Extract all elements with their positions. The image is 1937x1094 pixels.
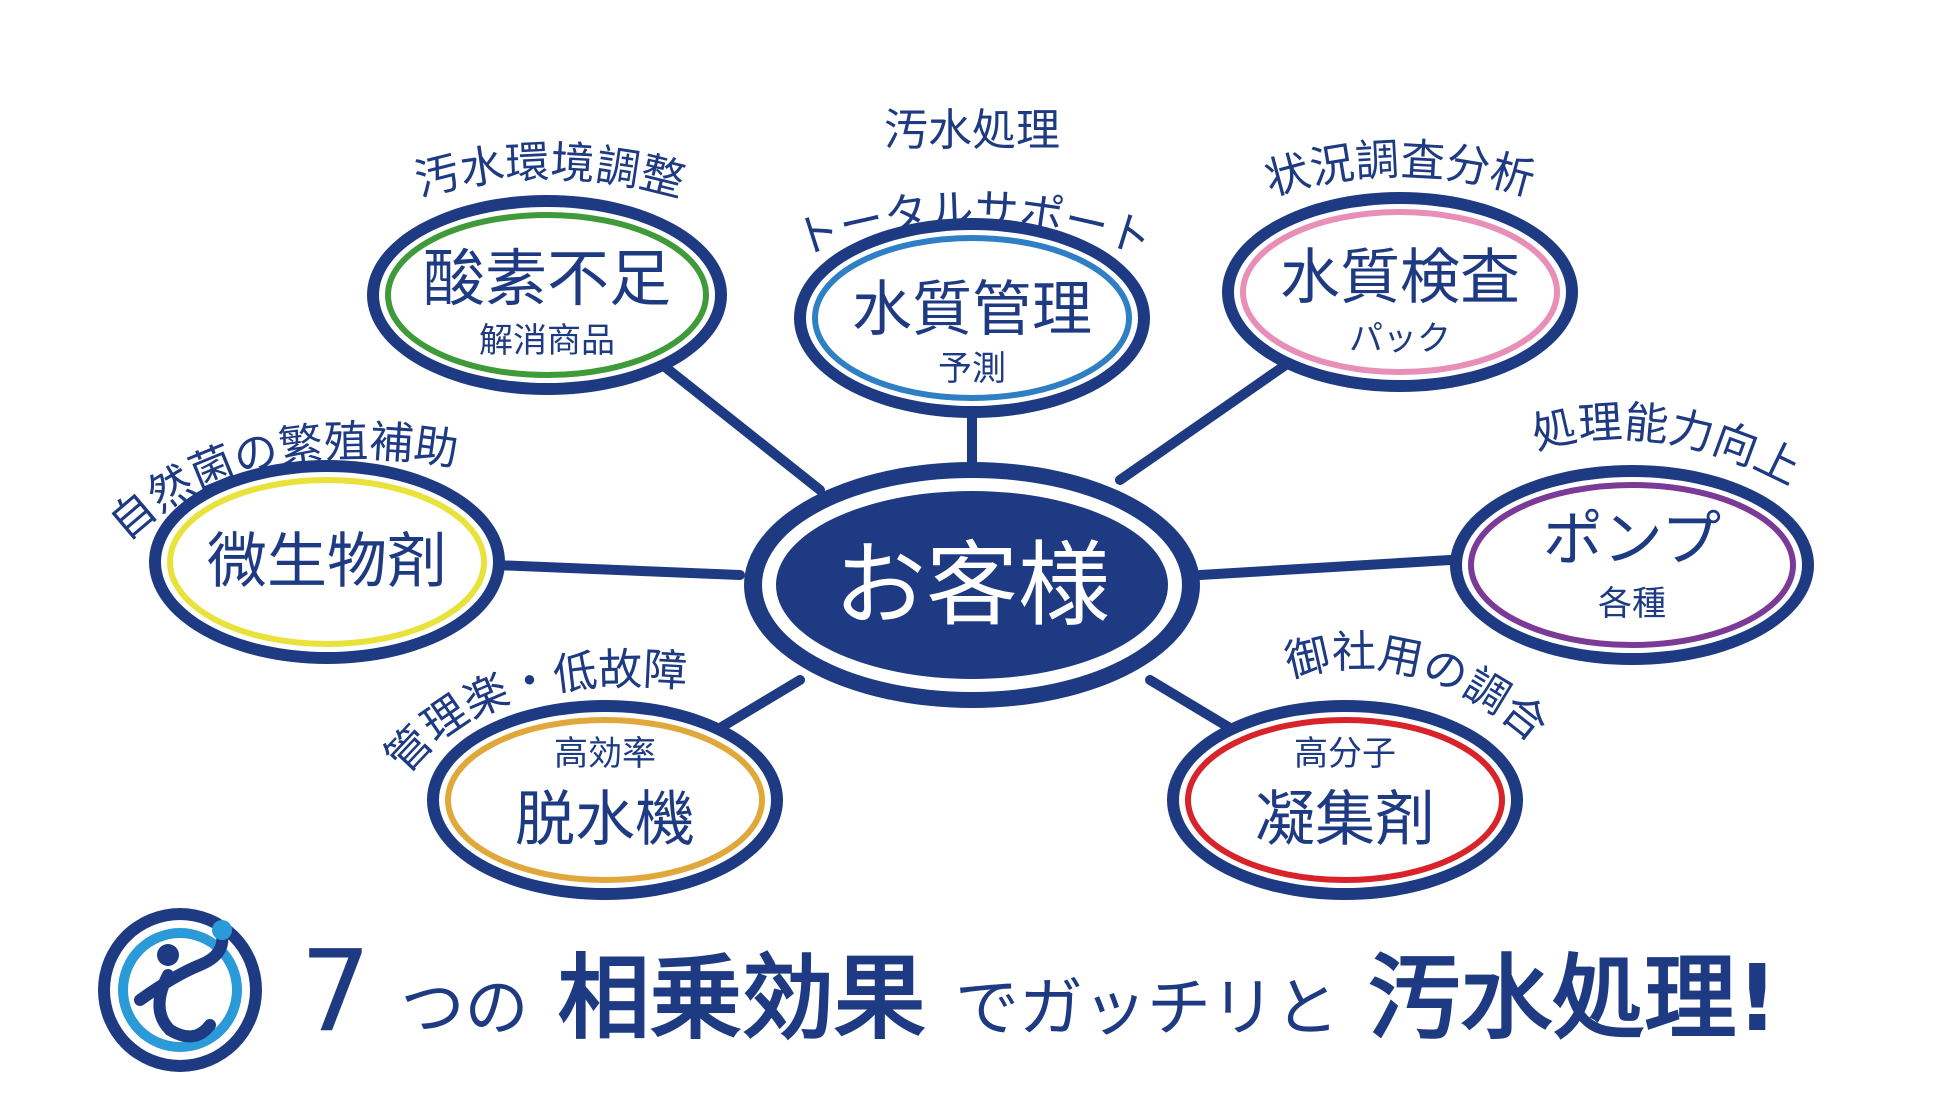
node-dehydrator-pretitle: 高効率 bbox=[554, 734, 656, 774]
tagline: 7 つの 相乗効果 でガッチリと 汚水処理! bbox=[300, 927, 1778, 1057]
node-water-test-subtitle: パック bbox=[1349, 319, 1451, 359]
node-microbe-title: 微生物剤 bbox=[207, 527, 447, 597]
tagline-part3: 相乗効果 bbox=[558, 945, 926, 1052]
logo-icon bbox=[98, 908, 262, 1072]
connector-oxygen bbox=[645, 350, 825, 495]
node-oxygen-subtitle: 解消商品 bbox=[479, 321, 615, 361]
node-microbe: 微生物剤 bbox=[149, 460, 505, 664]
node-dehydrator: 高効率 脱水機 bbox=[427, 700, 783, 900]
node-quality-management: 水質管理 予測 bbox=[794, 218, 1150, 418]
node-pump-title: ポンプ bbox=[1543, 505, 1721, 575]
tagline-part5: 汚水処理! bbox=[1368, 945, 1778, 1052]
node-water-test-title: 水質検査 bbox=[1280, 243, 1520, 313]
node-oxygen-title: 酸素不足 bbox=[423, 242, 671, 315]
node-dehydrator-title: 脱水機 bbox=[515, 785, 695, 855]
node-flocculant: 高分子 凝集剤 bbox=[1167, 700, 1523, 900]
center-node: お客様 bbox=[744, 462, 1200, 708]
node-quality-management-title: 水質管理 bbox=[852, 275, 1092, 345]
node-flocculant-pretitle: 高分子 bbox=[1294, 734, 1396, 774]
tagline-number: 7 bbox=[300, 927, 371, 1057]
node-oxygen: 酸素不足 解消商品 bbox=[367, 195, 727, 395]
center-label: お客様 bbox=[834, 532, 1110, 639]
node-quality-management-subtitle: 予測 bbox=[938, 349, 1006, 389]
connector-pump bbox=[1195, 555, 1455, 580]
node-flocculant-title: 凝集剤 bbox=[1255, 785, 1435, 855]
node-water-test: 水質検査 パック bbox=[1222, 192, 1578, 392]
tagline-part2: つの bbox=[401, 972, 529, 1046]
connector-lines bbox=[490, 350, 1455, 745]
tagline-part4: でガッチリと bbox=[955, 972, 1339, 1046]
connector-microbe bbox=[490, 560, 745, 580]
node-pump: ポンプ 各種 bbox=[1450, 465, 1814, 665]
connector-water-test bbox=[1115, 350, 1305, 485]
caption-quality-management-line1: 汚水処理 bbox=[884, 105, 1060, 156]
node-pump-subtitle: 各種 bbox=[1598, 584, 1666, 624]
